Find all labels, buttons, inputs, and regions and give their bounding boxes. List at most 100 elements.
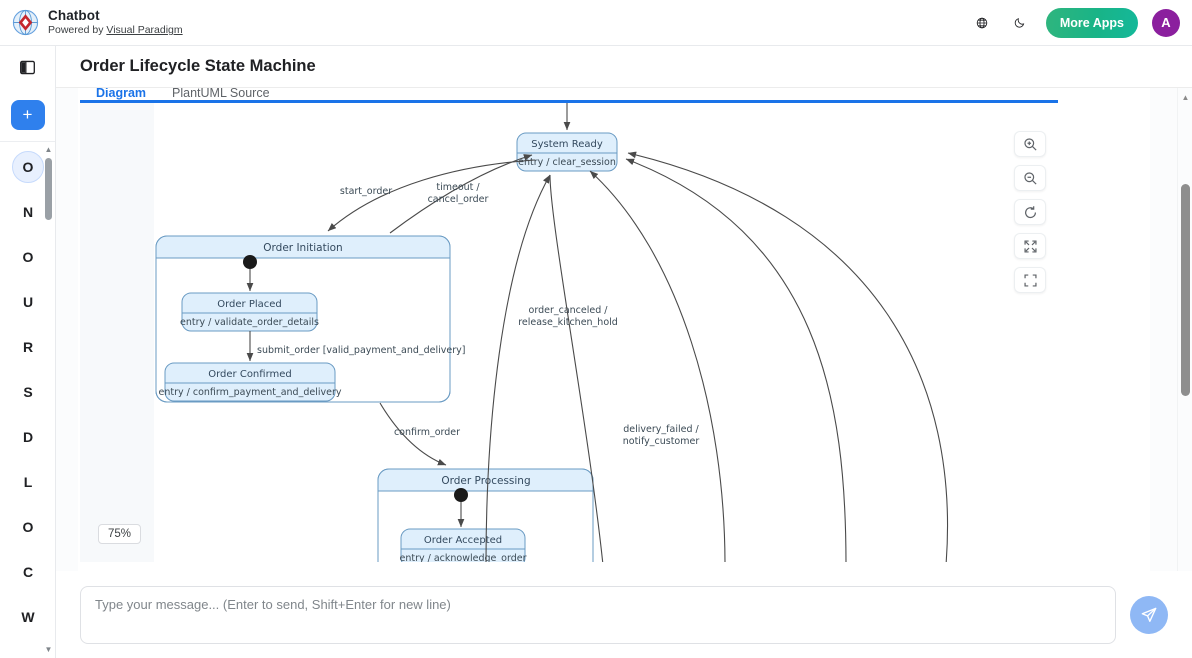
state-label: Order Accepted xyxy=(424,535,502,546)
edge-label-submit-order: submit_order [valid_payment_and_delivery… xyxy=(257,345,465,356)
left-rail: + O N O U R S D L O C xyxy=(0,46,56,658)
main-panel: Order Lifecycle State Machine Diagram Pl… xyxy=(56,46,1192,658)
scrollbar-thumb[interactable] xyxy=(1181,184,1190,396)
state-label: Order Confirmed xyxy=(208,369,292,380)
edge-label-order-canceled: order_canceled / xyxy=(529,305,609,316)
edge-label-cancel-order: cancel_order xyxy=(428,194,489,205)
state-label: System Ready xyxy=(531,139,603,150)
expand-icon[interactable] xyxy=(1014,233,1046,259)
assistant-message-card: Diagram PlantUML Source xyxy=(78,88,1150,613)
conversation-item-1[interactable]: N xyxy=(0,189,56,234)
edge-return-right-1 xyxy=(625,158,847,562)
edge-confirm-order xyxy=(379,402,447,466)
zoom-level-badge[interactable]: 75% xyxy=(98,524,142,544)
edge-return-mid xyxy=(549,174,604,562)
conversation-item-6[interactable]: D xyxy=(0,414,56,459)
top-bar: Chatbot Powered by Visual Paradigm More … xyxy=(0,0,1192,46)
new-chat-button[interactable]: + xyxy=(10,99,45,130)
tab-diagram[interactable]: Diagram xyxy=(96,88,147,100)
edge-delivery-failed xyxy=(589,170,726,562)
powered-by-prefix: Powered by xyxy=(48,24,107,37)
zoom-out-icon[interactable] xyxy=(1014,165,1046,191)
visual-paradigm-logo-icon xyxy=(12,9,39,36)
conversation-initial: O xyxy=(22,248,34,265)
conversation-initial: L xyxy=(23,473,33,490)
state-entry-action: entry / validate_order_details xyxy=(180,317,319,328)
message-area: Diagram PlantUML Source xyxy=(56,88,1192,613)
state-order-confirmed[interactable]: Order Confirmed entry / confirm_payment_… xyxy=(159,362,342,402)
edge-start-order xyxy=(327,159,536,232)
fit-screen-icon[interactable] xyxy=(1014,267,1046,293)
zoom-in-icon[interactable] xyxy=(1014,131,1046,157)
conversation-initial: W xyxy=(21,608,35,625)
conversation-initial: S xyxy=(23,383,33,400)
state-system-ready[interactable]: System Ready entry / clear_session xyxy=(516,132,618,172)
moon-icon[interactable] xyxy=(1008,11,1032,35)
conversation-item-5[interactable]: S xyxy=(0,369,56,414)
conversation-initial: O xyxy=(22,518,34,535)
state-machine-diagram[interactable]: Order Initiation Order Placed entry / va… xyxy=(80,103,1058,562)
composer xyxy=(56,571,1192,658)
tab-plantuml-source[interactable]: PlantUML Source xyxy=(172,88,270,100)
state-order-accepted[interactable]: Order Accepted entry / acknowledge_order xyxy=(400,528,527,562)
conversation-item-2[interactable]: O xyxy=(0,234,56,279)
conversation-list[interactable]: O N O U R S D L O C W xyxy=(0,144,56,658)
avatar[interactable]: A xyxy=(1152,8,1180,37)
edge-label-delivery-failed: delivery_failed / xyxy=(623,424,699,435)
conversation-item-10[interactable]: W xyxy=(0,594,56,639)
message-scrollbar[interactable]: ▲ ▼ xyxy=(1177,88,1192,613)
panel-toggle-icon[interactable] xyxy=(0,46,55,88)
top-bar-actions: More Apps A xyxy=(970,7,1192,38)
scroll-up-icon[interactable]: ▲ xyxy=(44,144,53,154)
conversation-item-9[interactable]: C xyxy=(0,549,56,594)
globe-icon[interactable] xyxy=(970,11,994,35)
state-label: Order Placed xyxy=(217,299,282,310)
app-title: Chatbot xyxy=(48,8,100,24)
conversation-item-7[interactable]: L xyxy=(0,459,56,504)
conversation-initial: U xyxy=(22,293,34,310)
state-entry-action: entry / acknowledge_order xyxy=(400,553,527,562)
edge-return-right-2 xyxy=(627,151,949,562)
state-label: Order Initiation xyxy=(263,242,342,254)
edge-label-timeout: timeout / xyxy=(436,182,480,193)
state-entry-action: entry / clear_session xyxy=(518,157,616,168)
visual-paradigm-link[interactable]: Visual Paradigm xyxy=(106,24,183,37)
conversation-item-8[interactable]: O xyxy=(0,504,56,549)
conversation-initial: C xyxy=(22,563,34,580)
state-order-placed[interactable]: Order Placed entry / validate_order_deta… xyxy=(180,292,319,332)
send-button[interactable] xyxy=(1130,595,1168,634)
conversation-initial: R xyxy=(22,338,34,355)
more-apps-button[interactable]: More Apps xyxy=(1045,7,1138,38)
conversation-initial: N xyxy=(22,203,34,220)
edge-label-notify-customer: notify_customer xyxy=(623,436,700,447)
edge-label-start-order: start_order xyxy=(340,186,392,197)
message-input[interactable] xyxy=(80,585,1116,644)
new-chat-container: + xyxy=(0,88,55,142)
rail-scrollbar[interactable]: ▲ ▼ xyxy=(44,144,53,654)
scroll-down-icon[interactable]: ▼ xyxy=(44,644,53,654)
diagram-tabs[interactable]: Diagram PlantUML Source xyxy=(78,88,1150,104)
send-paper-plane-icon xyxy=(1141,607,1157,622)
diagram-viewport[interactable]: Order Initiation Order Placed entry / va… xyxy=(80,100,1058,562)
state-entry-action: entry / confirm_payment_and_delivery xyxy=(159,387,342,398)
conversation-item-0[interactable]: O xyxy=(0,144,56,189)
edge-label-release-kitchen-hold: release_kitchen_hold xyxy=(518,317,618,328)
diagram-canvas-margin xyxy=(80,103,154,562)
scrollbar-thumb[interactable] xyxy=(45,158,52,220)
state-label: Order Processing xyxy=(441,475,530,487)
edge-timeout-cancel-order xyxy=(389,154,533,234)
conversation-initial: O xyxy=(12,150,44,183)
scroll-up-icon[interactable]: ▲ xyxy=(1181,92,1190,102)
conversation-initial: D xyxy=(22,428,34,445)
page-title: Order Lifecycle State Machine xyxy=(56,46,1192,88)
conversation-item-3[interactable]: U xyxy=(0,279,56,324)
diagram-toolbar xyxy=(1014,131,1046,293)
reset-zoom-icon[interactable] xyxy=(1014,199,1046,225)
edge-order-canceled xyxy=(485,174,551,562)
initial-pseudostate xyxy=(243,255,257,269)
powered-by: Powered by Visual Paradigm xyxy=(48,24,183,37)
brand: Chatbot Powered by Visual Paradigm xyxy=(0,8,183,37)
conversation-item-4[interactable]: R xyxy=(0,324,56,369)
edge-label-confirm-order: confirm_order xyxy=(394,427,460,438)
initial-pseudostate xyxy=(454,488,468,502)
